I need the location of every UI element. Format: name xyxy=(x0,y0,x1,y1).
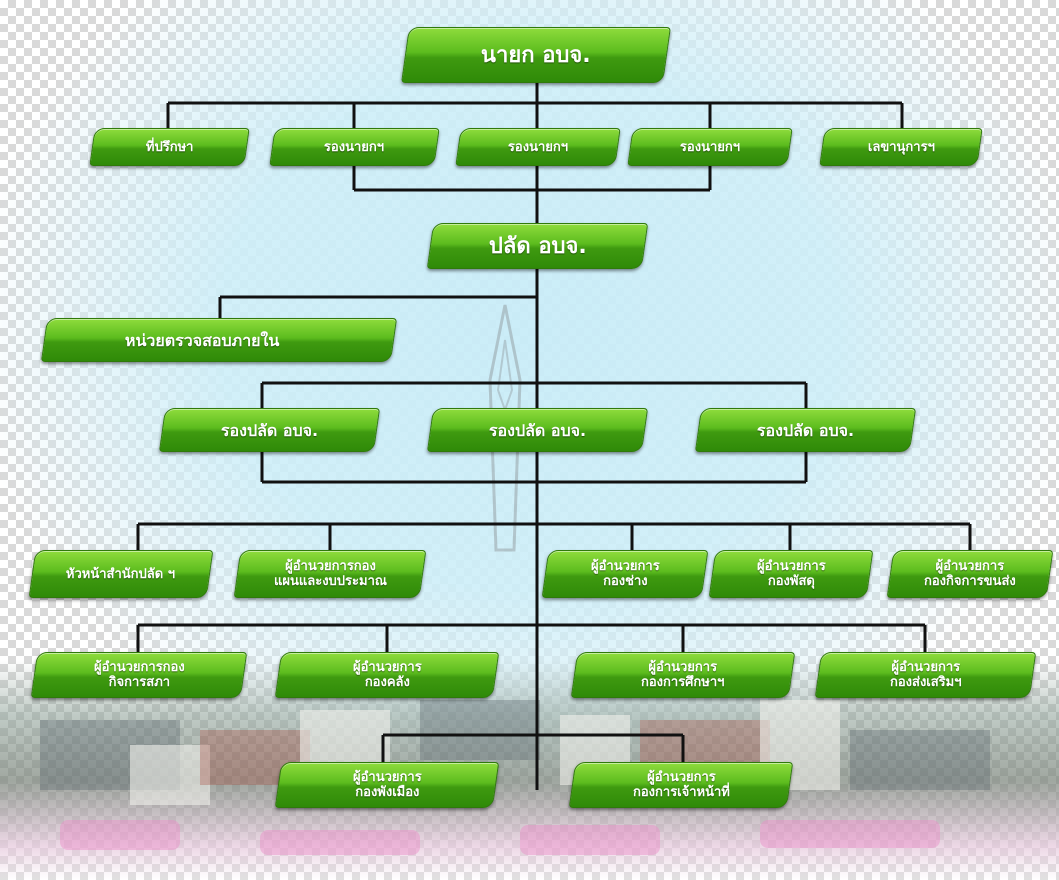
box-urban-planning-division: ผู้อำนวยการ กองพังเมือง xyxy=(274,762,500,808)
box-transport-division: ผู้อำนวยการ กองกิจการขนส่ง xyxy=(886,550,1054,598)
box-label: ผู้อำนวยการ กองกิจการขนส่ง xyxy=(924,559,1016,589)
box-chief-executive: นายก อบจ. xyxy=(401,27,671,83)
box-deputy-chief-2: รองนายกฯ xyxy=(455,128,621,166)
box-deputy-chief-1: รองนายกฯ xyxy=(269,128,440,166)
box-education-division: ผู้อำนวยการ กองการศึกษาฯ xyxy=(570,652,796,698)
box-label: ผู้อำนวยการ กองพัสดุ xyxy=(756,559,826,589)
box-label: รองปลัด อบจ. xyxy=(756,420,855,440)
box-label: ที่ปรึกษา xyxy=(145,139,194,155)
box-label: ผู้อำนวยการ กองการเจ้าหน้าที่ xyxy=(632,770,730,800)
box-label: รองปลัด อบจ. xyxy=(488,420,587,440)
box-label: ผู้อำนวยการ กองพังเมือง xyxy=(352,770,422,800)
box-deputy-administrator-2: รองปลัด อบจ. xyxy=(426,408,649,452)
box-label: รองปลัด อบจ. xyxy=(220,420,319,440)
box-label: รองนายกฯ xyxy=(507,139,569,155)
box-label: ผู้อำนวยการ กองส่งเสริมฯ xyxy=(889,660,962,690)
box-office-head: หัวหน้าสำนักปลัด ฯ xyxy=(28,550,214,598)
box-promotion-division: ผู้อำนวยการ กองส่งเสริมฯ xyxy=(814,652,1037,698)
box-label: ผู้อำนวยการกอง กิจการสภา xyxy=(93,660,185,690)
box-deputy-administrator-1: รองปลัด อบจ. xyxy=(158,408,381,452)
box-deputy-administrator-3: รองปลัด อบจ. xyxy=(694,408,917,452)
box-finance-division: ผู้อำนวยการ กองคลัง xyxy=(274,652,500,698)
box-secretary: เลขานุการฯ xyxy=(819,128,983,166)
box-label: ผู้อำนวยการกอง แผนและงบประมาณ xyxy=(273,559,387,589)
box-procurement-division: ผู้อำนวยการ กองพัสดุ xyxy=(708,550,874,598)
box-label: รองนายกฯ xyxy=(324,139,385,155)
box-label: ผู้อำนวยการ กองช่าง xyxy=(590,559,660,589)
box-label: ปลัด อบจ. xyxy=(488,233,587,259)
box-engineering-division: ผู้อำนวยการ กองช่าง xyxy=(541,550,709,598)
box-council-affairs-division: ผู้อำนวยการกอง กิจการสภา xyxy=(30,652,248,698)
box-label: ผู้อำนวยการ กองคลัง xyxy=(352,660,422,690)
box-personnel-division: ผู้อำนวยการ กองการเจ้าหน้าที่ xyxy=(568,762,794,808)
box-advisor: ที่ปรึกษา xyxy=(89,128,250,166)
box-label: หัวหน้าสำนักปลัด ฯ xyxy=(66,566,176,582)
box-label: รองนายกฯ xyxy=(679,139,741,155)
box-chief-administrator: ปลัด อบจ. xyxy=(426,223,649,269)
box-deputy-chief-3: รองนายกฯ xyxy=(627,128,793,166)
box-label: เลขานุการฯ xyxy=(867,139,935,155)
box-plan-budget-division: ผู้อำนวยการกอง แผนและงบประมาณ xyxy=(233,550,427,598)
box-label: หน่วยตรวจสอบภายใน xyxy=(125,330,280,350)
box-label: นายก อบจ. xyxy=(481,42,591,68)
box-label: ผู้อำนวยการ กองการศึกษาฯ xyxy=(641,660,725,690)
box-internal-audit: หน่วยตรวจสอบภายใน xyxy=(40,318,398,362)
